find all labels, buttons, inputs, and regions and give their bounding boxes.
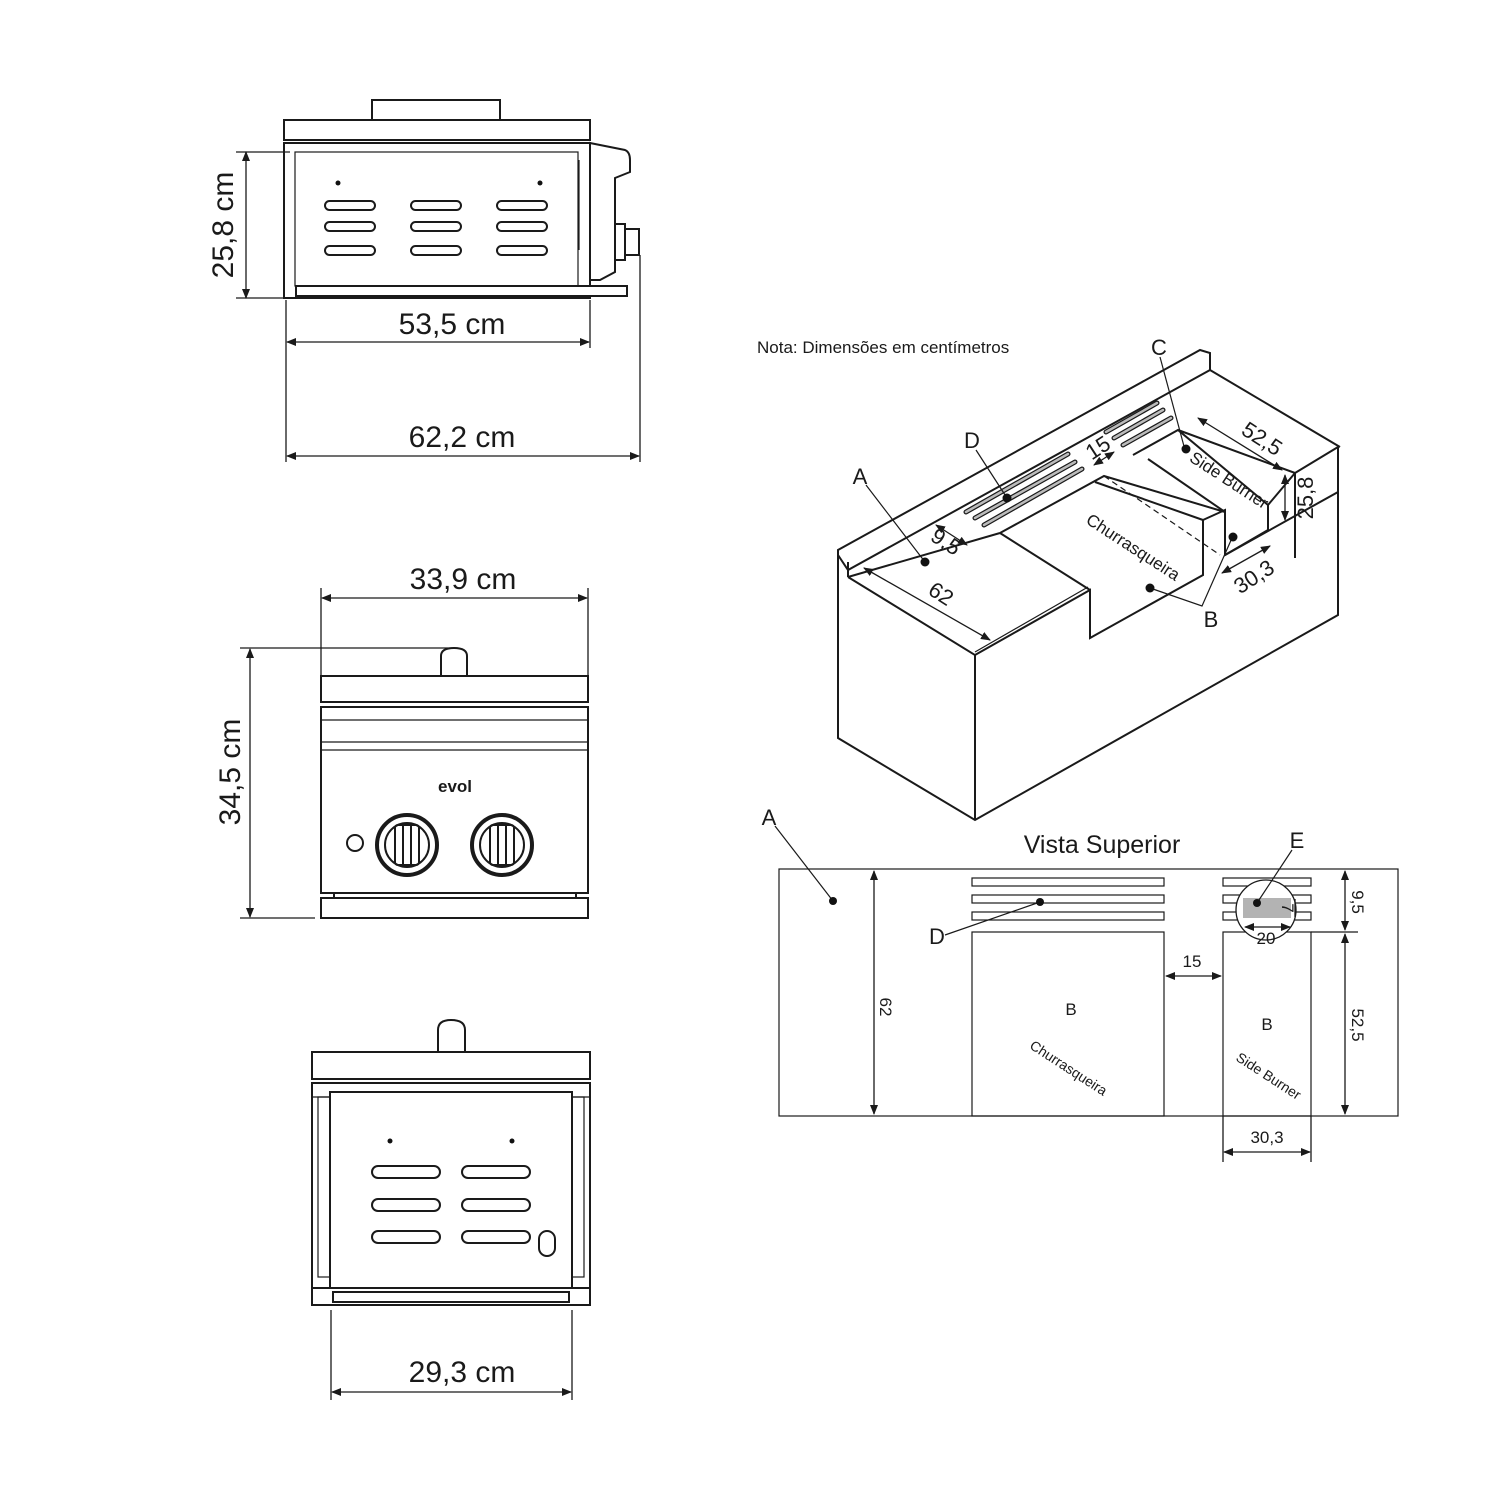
base (320, 897, 589, 919)
knob-right (470, 813, 534, 877)
gas-inlet (538, 1230, 556, 1257)
label-d: D (929, 924, 945, 949)
churrasqueira-cutout (971, 931, 1165, 1117)
dim-9-5: 9,5 (926, 523, 965, 561)
dim-62: 62 (876, 998, 895, 1017)
back-width-label: 29,3 cm (409, 1356, 516, 1389)
body (283, 142, 591, 299)
handle (371, 99, 501, 121)
label-b-side-burner: B (1261, 1015, 1272, 1034)
handle (437, 1018, 466, 1053)
knob-left (375, 813, 439, 877)
front-width-label: 33,9 cm (410, 563, 517, 596)
label-b: B (1204, 607, 1219, 632)
vents (963, 400, 1174, 528)
body (320, 706, 589, 894)
area-churrasqueira: Churrasqueira (1027, 1037, 1110, 1099)
dim-52-5: 52,5 (1348, 1008, 1367, 1041)
area-side-burner: Side Burner (1233, 1049, 1304, 1103)
dim-30-3: 30,3 (1229, 555, 1279, 599)
dim-9-5: 9,5 (1348, 890, 1367, 914)
brand-logo: evol (438, 777, 472, 796)
back-view: 29,3 cm (311, 1018, 591, 1400)
dim-20: 20 (1257, 929, 1276, 948)
handle (440, 646, 468, 677)
front-view: 33,9 cm evol 34,5 cm (214, 563, 589, 919)
igniter-button (346, 834, 364, 852)
knob-side (614, 223, 626, 261)
label-b-churrasqueira: B (1065, 1000, 1076, 1019)
label-e: E (1290, 828, 1305, 853)
lid (283, 119, 591, 141)
isometric-view: Nota: Dimensões em centímetros A D C B C… (757, 335, 1341, 822)
dim-25-8: 25,8 (1293, 477, 1318, 520)
side-inner-width-label: 53,5 cm (399, 308, 506, 341)
dim-30-3: 30,3 (1250, 1128, 1283, 1147)
area-churrasqueira: Churrasqueira (1083, 510, 1184, 585)
lid (311, 1051, 591, 1080)
label-c: C (1151, 335, 1167, 360)
label-a: A (853, 464, 868, 489)
vents (371, 1165, 531, 1244)
dim-15: 15 (1183, 952, 1202, 971)
label-d: D (964, 428, 980, 453)
top-view: Vista Superior 7 20 E A D B B Churrasque… (762, 805, 1399, 1162)
vents (324, 200, 548, 256)
lid (320, 675, 589, 703)
side-view: 25,8 cm 53,5 cm 62,2 cm (207, 99, 641, 462)
front-height-label: 34,5 cm (214, 719, 247, 826)
side-total-width-label: 62,2 cm (409, 421, 516, 454)
side-height-label: 25,8 cm (207, 172, 240, 279)
dim-7: 7 (1278, 903, 1297, 912)
base-plate (295, 285, 628, 297)
dimensions-note: Nota: Dimensões em centímetros (757, 338, 1009, 357)
area-side-burner: Side Burner (1186, 448, 1272, 513)
top-view-title: Vista Superior (1024, 831, 1181, 859)
label-a: A (762, 805, 777, 830)
control-panel (589, 141, 631, 281)
dim-15: 15 (1081, 431, 1115, 465)
